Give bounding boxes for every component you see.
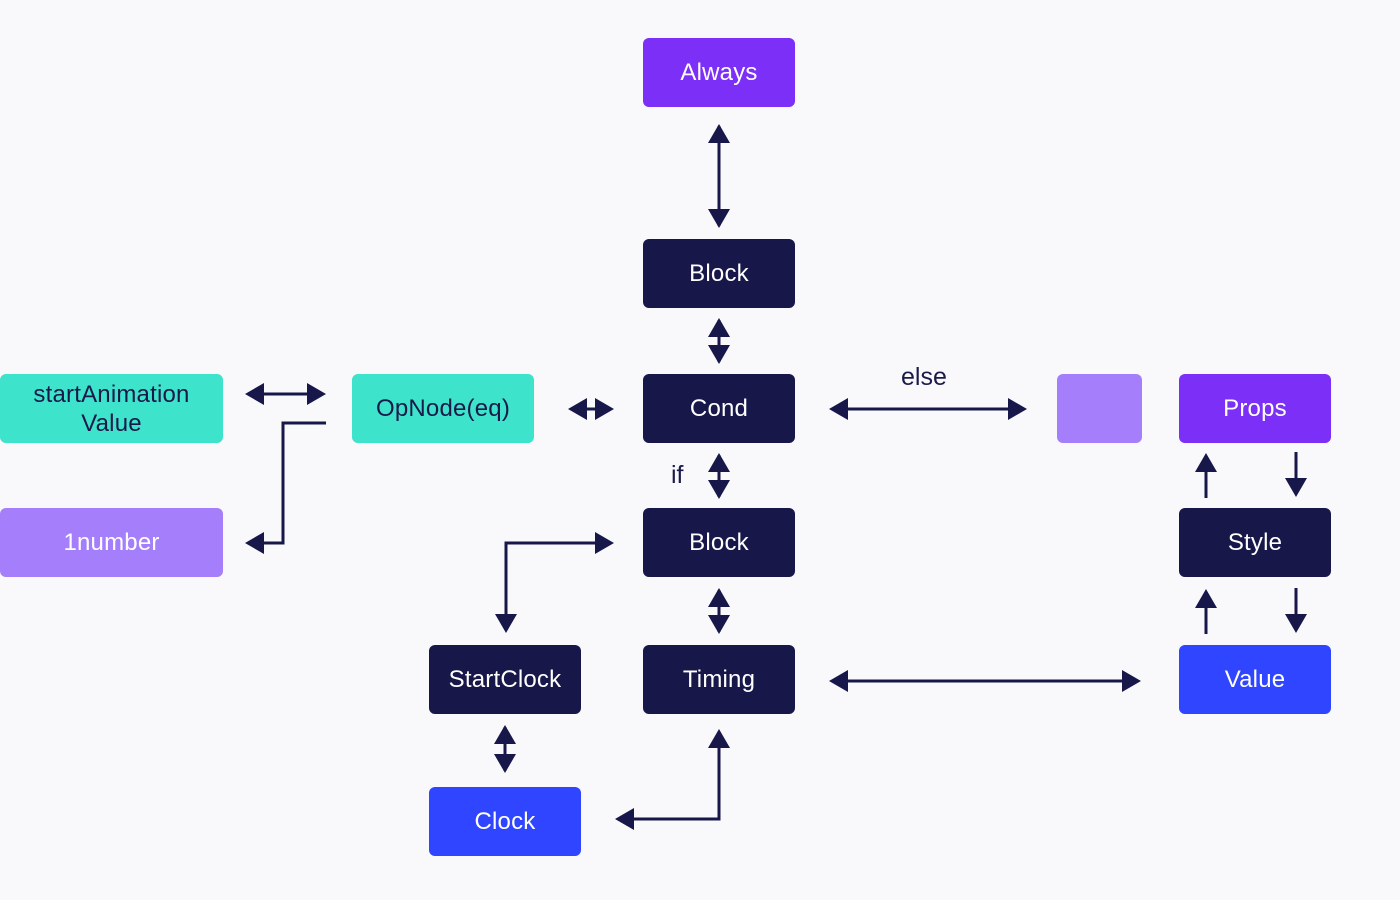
- arrowhead: [595, 398, 614, 420]
- node-clock[interactable]: Clock: [429, 787, 581, 856]
- arrowhead: [1122, 670, 1141, 692]
- edge-label-if: if: [671, 461, 684, 489]
- arrowhead: [829, 670, 848, 692]
- arrowhead: [1195, 589, 1217, 608]
- node-value[interactable]: Value: [1179, 645, 1331, 714]
- node-timing[interactable]: Timing: [643, 645, 795, 714]
- arrowhead: [708, 209, 730, 228]
- arrowhead: [1285, 478, 1307, 497]
- arrowhead: [494, 754, 516, 773]
- node-empty[interactable]: [1057, 374, 1142, 443]
- node-start-animation-value[interactable]: startAnimation Value: [0, 374, 223, 443]
- node-style[interactable]: Style: [1179, 508, 1331, 577]
- arrowhead: [708, 480, 730, 499]
- node-block-top[interactable]: Block: [643, 239, 795, 308]
- arrowhead: [595, 532, 614, 554]
- arrowhead: [495, 614, 517, 633]
- node-opnode[interactable]: OpNode(eq): [352, 374, 534, 443]
- arrowhead: [307, 383, 326, 405]
- node-1number[interactable]: 1number: [0, 508, 223, 577]
- node-props[interactable]: Props: [1179, 374, 1331, 443]
- arrowhead: [708, 124, 730, 143]
- arrowhead: [1008, 398, 1027, 420]
- node-start-clock[interactable]: StartClock: [429, 645, 581, 714]
- node-always[interactable]: Always: [643, 38, 795, 107]
- arrowhead: [708, 615, 730, 634]
- arrowhead: [708, 345, 730, 364]
- arrowhead: [708, 588, 730, 607]
- arrowhead: [708, 729, 730, 748]
- arrowhead: [708, 318, 730, 337]
- arrowhead: [245, 383, 264, 405]
- arrowhead: [1195, 453, 1217, 472]
- node-block-mid[interactable]: Block: [643, 508, 795, 577]
- arrowhead: [615, 808, 634, 830]
- arrow-clock-timing: [632, 746, 721, 821]
- node-cond[interactable]: Cond: [643, 374, 795, 443]
- arrowhead: [568, 398, 587, 420]
- edge-label-else: else: [901, 363, 947, 391]
- arrow-opnode-number: [264, 421, 326, 545]
- arrowhead: [1285, 614, 1307, 633]
- arrowhead: [245, 532, 264, 554]
- arrowhead: [494, 725, 516, 744]
- arrowhead: [708, 453, 730, 472]
- arrow-block-startclock: [504, 541, 597, 616]
- arrowhead: [829, 398, 848, 420]
